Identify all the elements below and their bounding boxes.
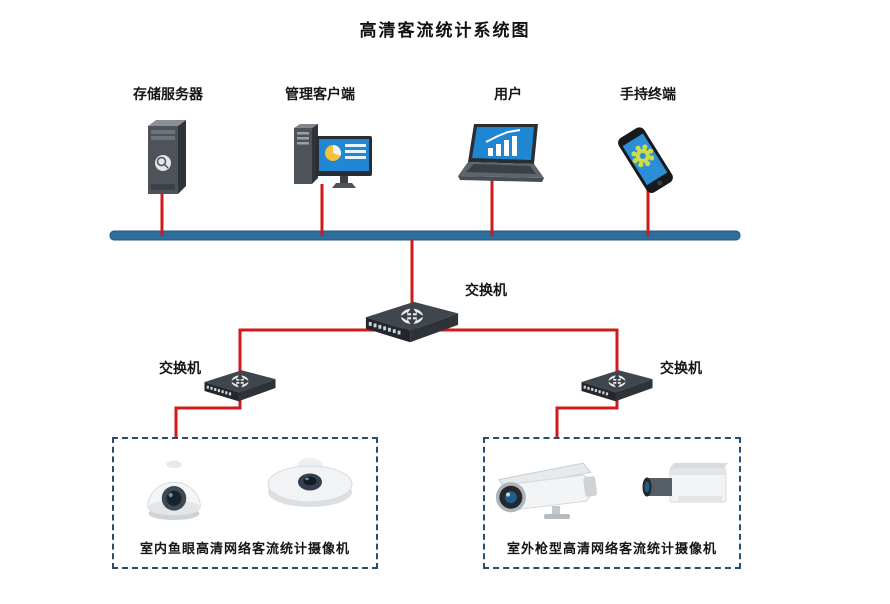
- smartphone-icon: [618, 127, 673, 193]
- indoor-camera-group-caption: 室内鱼眼高清网络客流统计摄像机: [139, 541, 350, 556]
- handheld-terminal-label: 手持终端: [620, 86, 676, 102]
- laptop-icon: [458, 124, 544, 182]
- storage-server-label: 存储服务器: [133, 86, 203, 102]
- outdoor-camera-group-box: 室外枪型高清网络客流统计摄像机: [483, 437, 741, 569]
- indoor-camera-group-box: 室内鱼眼高清网络客流统计摄像机: [112, 437, 378, 569]
- link-core-to-right-switch: [412, 328, 619, 372]
- core-switch-label: 交换机: [465, 282, 507, 298]
- desktop-client-icon: [294, 124, 372, 188]
- bullet-camera-icon: [495, 462, 597, 519]
- fisheye-dome-camera-icon: [147, 460, 201, 521]
- management-client-label: 管理客户端: [285, 86, 355, 102]
- network-bus-line: [109, 230, 741, 241]
- core-switch-icon: [364, 298, 460, 348]
- outdoor-camera-group-caption: 室外枪型高清网络客流统计摄像机: [506, 541, 717, 556]
- fisheye-disc-camera-icon: [267, 458, 353, 507]
- left-switch-label: 交换机: [159, 360, 201, 376]
- user-label: 用户: [494, 86, 522, 102]
- right-switch-icon: [580, 367, 654, 406]
- right-switch-label: 交换机: [660, 360, 702, 376]
- left-switch-icon: [203, 367, 277, 406]
- link-core-to-left-switch: [238, 328, 412, 372]
- server-tower-icon: [148, 120, 186, 194]
- box-camera-icon: [642, 463, 728, 503]
- page-title: 高清客流统计系统图: [359, 21, 531, 40]
